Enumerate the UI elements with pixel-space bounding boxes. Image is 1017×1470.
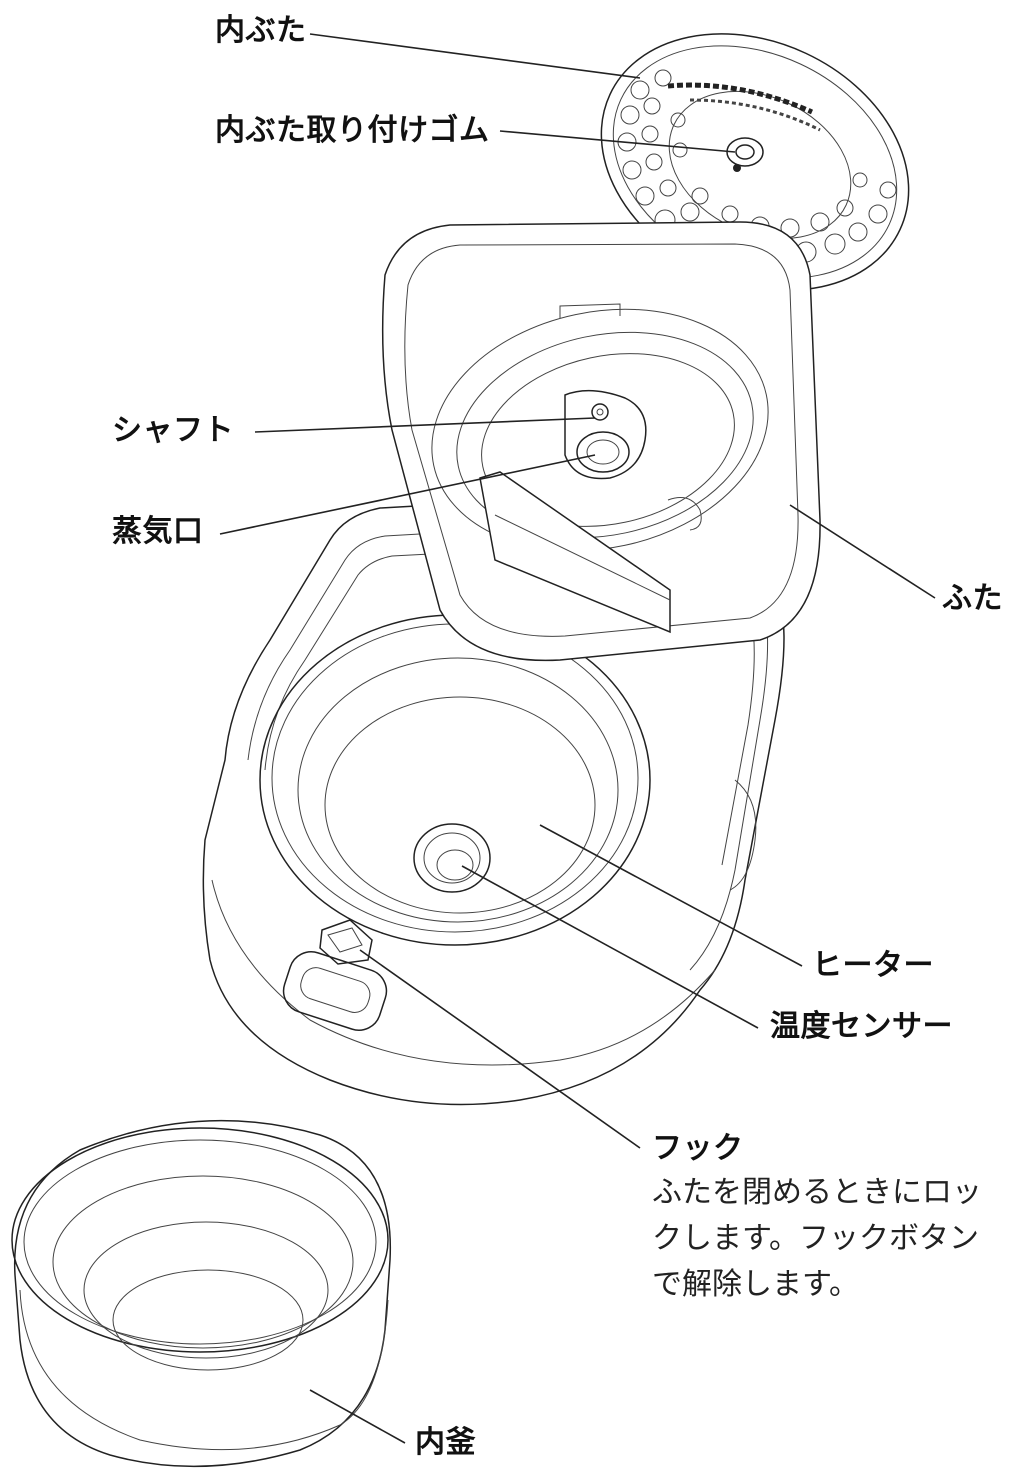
leader-lines — [219, 33, 936, 1444]
label-temp-sensor: 温度センサー — [770, 1009, 953, 1044]
label-inner-pot: 内釜 — [415, 1425, 476, 1460]
label-inner-lid-gasket: 内ぶた取り付けゴム — [215, 113, 490, 148]
hook-description-line-1: ふたを閉めるときにロッ — [652, 1175, 982, 1210]
inner-pot-drawing — [11, 1119, 392, 1468]
label-steam-vent: 蒸気口 — [112, 514, 204, 549]
label-hook: フック — [652, 1131, 744, 1166]
hook-description-line-2: クします。フックボタン — [652, 1221, 979, 1256]
label-lid: ふた — [942, 581, 1003, 616]
label-inner-lid: 内ぶた — [215, 13, 307, 48]
lid-drawing — [381, 221, 821, 662]
label-heater: ヒーター — [812, 948, 934, 983]
hook-description: ふたを閉めるときにロッ クします。フックボタン で解除します。 — [652, 1170, 982, 1308]
hook-description-line-3: で解除します。 — [652, 1267, 859, 1302]
label-shaft: シャフト — [112, 413, 234, 448]
